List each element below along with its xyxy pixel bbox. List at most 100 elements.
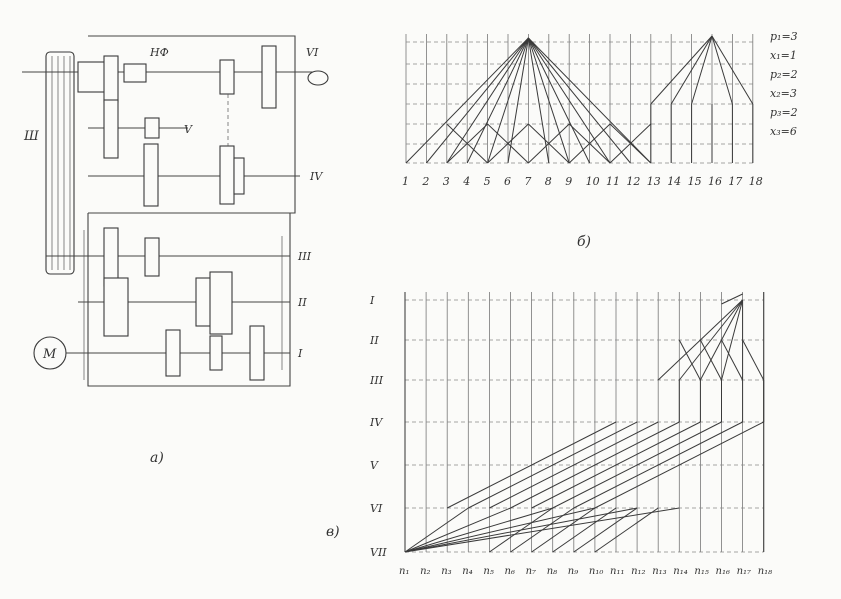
speed-shaft-label: II bbox=[369, 334, 379, 347]
net-x-tick: 10 bbox=[586, 175, 600, 188]
speed-ray bbox=[678, 339, 701, 381]
caption-b: б) bbox=[577, 234, 591, 250]
shaft-gear bbox=[103, 227, 119, 287]
speed-ray bbox=[404, 507, 469, 553]
net-param-label: p₁=3 bbox=[770, 30, 798, 43]
spindle-pulley bbox=[77, 61, 107, 93]
shaft-gear bbox=[165, 329, 181, 377]
shaft-gear bbox=[143, 143, 159, 207]
clutch-label: НФ bbox=[149, 46, 169, 59]
net-param-label: p₂=2 bbox=[770, 68, 798, 81]
kinematic-scheme: Ш НФ VI V IV III II M bbox=[22, 35, 329, 466]
net-x-tick: 15 bbox=[688, 175, 702, 188]
net-x-tick: 14 bbox=[667, 175, 681, 188]
speed-n-label: n₁₃ bbox=[652, 566, 666, 577]
speed-ray bbox=[489, 421, 659, 509]
gearbox-frame-lower bbox=[87, 213, 291, 387]
shaft-label-III: III bbox=[297, 250, 312, 263]
shaft-gear bbox=[103, 277, 129, 337]
net-x-tick: 18 bbox=[749, 175, 763, 188]
net-x-tick: 5 bbox=[484, 175, 491, 188]
shaft-label-VI: VI bbox=[306, 46, 319, 59]
net-x-tick: 2 bbox=[421, 175, 429, 188]
speed-shaft-label: VII bbox=[370, 546, 387, 559]
spindle-gear bbox=[219, 59, 235, 95]
net-ray bbox=[507, 37, 529, 164]
shaft-gear bbox=[249, 325, 265, 381]
speed-n-label: n₁₇ bbox=[737, 566, 751, 577]
speed-n-label: n₁₄ bbox=[673, 566, 687, 577]
gearbox-frame-upper bbox=[88, 35, 296, 214]
belt-drive bbox=[45, 51, 75, 275]
net-ray bbox=[609, 123, 652, 164]
speed-n-label: n₁₆ bbox=[716, 566, 730, 577]
spindle-gear bbox=[103, 55, 119, 103]
net-ray bbox=[568, 123, 611, 164]
speed-n-label: n₁ bbox=[399, 566, 409, 577]
speed-n-label: n₁₅ bbox=[694, 566, 708, 577]
net-ray bbox=[527, 37, 550, 164]
speed-n-label: n₁₁ bbox=[610, 566, 624, 577]
net-param-label: p₃=2 bbox=[770, 106, 798, 119]
net-ray bbox=[466, 37, 529, 164]
net-x-tick: 16 bbox=[708, 175, 722, 188]
shaft-gear bbox=[233, 157, 245, 195]
clutch-body bbox=[123, 63, 147, 83]
net-ray bbox=[691, 35, 713, 105]
speed-n-label: n₈ bbox=[547, 566, 557, 577]
speed-ray bbox=[531, 507, 596, 553]
net-x-tick: 7 bbox=[524, 175, 531, 188]
spindle-nose bbox=[307, 70, 329, 86]
speed-shaft-label: IV bbox=[369, 416, 383, 429]
net-x-tick: 3 bbox=[443, 175, 450, 188]
speed-ray bbox=[468, 421, 638, 509]
speed-ray bbox=[404, 507, 511, 553]
shaft-gear bbox=[219, 145, 235, 205]
net-ray bbox=[446, 123, 488, 164]
speed-ray bbox=[742, 339, 765, 381]
speed-ray bbox=[573, 421, 743, 509]
net-ray bbox=[528, 123, 570, 164]
speed-n-label: n₃ bbox=[441, 566, 451, 577]
net-ray bbox=[528, 37, 631, 164]
caption-a: а) bbox=[150, 450, 164, 466]
structure-net-params: p₁=3x₁=1p₂=2x₂=3p₃=2x₃=6 bbox=[770, 30, 798, 138]
net-ray bbox=[487, 123, 529, 164]
net-x-tick: 4 bbox=[462, 175, 470, 188]
shaft-gear bbox=[209, 335, 223, 371]
speed-ray bbox=[552, 421, 722, 509]
speed-ray bbox=[721, 339, 744, 381]
net-ray bbox=[711, 35, 754, 105]
net-ray bbox=[711, 35, 733, 105]
net-ray bbox=[527, 37, 591, 164]
speed-ray bbox=[531, 421, 701, 509]
net-param-label: x₂=3 bbox=[770, 87, 797, 100]
speed-n-label: n₁₂ bbox=[631, 566, 645, 577]
net-x-tick: 11 bbox=[606, 175, 620, 188]
speed-n-label: n₅ bbox=[483, 566, 493, 577]
spindle-gear bbox=[261, 45, 277, 109]
speed-shaft-label: V bbox=[370, 459, 379, 472]
speed-ray bbox=[678, 299, 743, 381]
net-x-tick: 17 bbox=[728, 175, 742, 188]
shaft-label-IV: IV bbox=[309, 170, 323, 183]
net-param-label: x₁=1 bbox=[770, 49, 797, 62]
net-ray bbox=[405, 37, 529, 164]
net-x-tick: 9 bbox=[565, 175, 572, 188]
net-x-tick: 8 bbox=[545, 175, 552, 188]
speed-arrow bbox=[721, 293, 743, 305]
speed-n-label: n₆ bbox=[505, 566, 515, 577]
speed-ray bbox=[594, 507, 659, 553]
shaft-label-I: I bbox=[297, 347, 303, 360]
shaft-gear bbox=[103, 99, 119, 159]
shaft-label-V: V bbox=[184, 123, 193, 136]
speed-shaft-label: III bbox=[369, 374, 384, 387]
speed-ray bbox=[721, 299, 744, 381]
net-x-tick: 12 bbox=[626, 175, 640, 188]
caption-c: в) bbox=[326, 524, 340, 540]
net-ray bbox=[426, 37, 529, 164]
